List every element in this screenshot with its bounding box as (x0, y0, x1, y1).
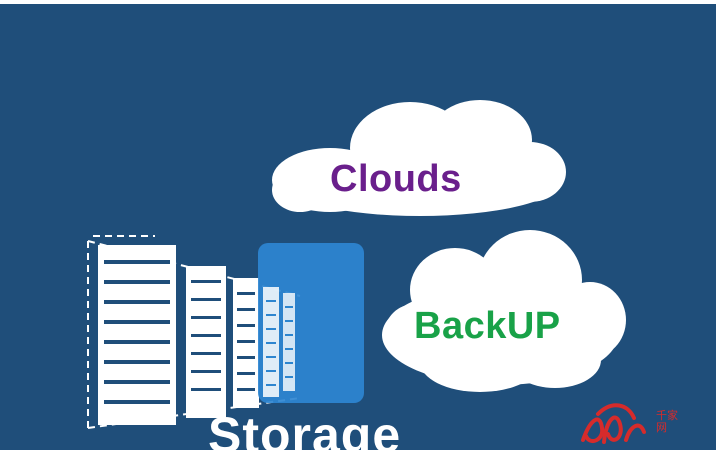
backup-label: BackUP (414, 305, 561, 347)
server-unit (233, 278, 259, 408)
server-unit (263, 287, 279, 397)
server-unit (98, 245, 176, 425)
watermark-line-2: 网 (656, 421, 667, 434)
watermark-text: 千家 网 (656, 410, 678, 434)
cloud-bottom-icon (382, 230, 626, 392)
clouds-label: Clouds (330, 158, 462, 200)
storage-label: Storage (208, 407, 402, 450)
server-unit (186, 266, 226, 418)
cloud-top-icon (272, 100, 566, 216)
server-unit (283, 293, 295, 391)
watermark-line-1: 千家 (656, 409, 678, 422)
